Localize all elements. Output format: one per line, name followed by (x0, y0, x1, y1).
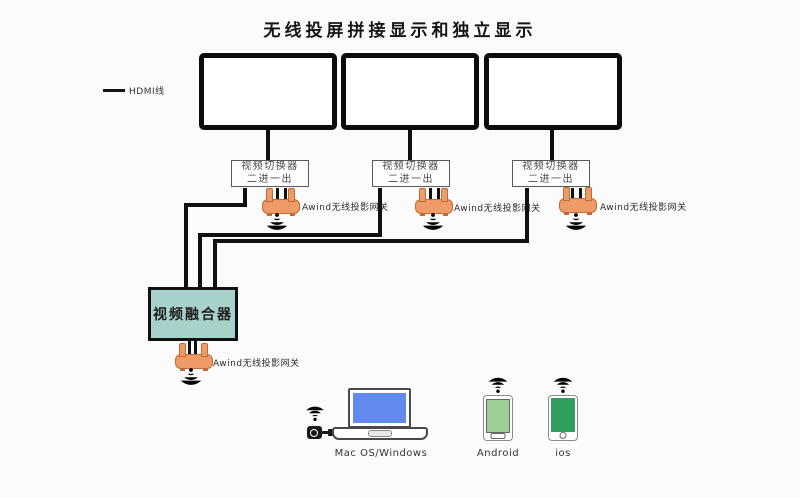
ios-home-button (559, 431, 567, 439)
gateway-foot (203, 368, 208, 371)
laptop-screen (348, 388, 411, 428)
antenna-icon (179, 343, 186, 357)
laptop-touchpad (368, 430, 392, 437)
ios-label: ios (555, 448, 571, 459)
gateway-foot (267, 213, 272, 216)
gateway-foot (564, 212, 569, 215)
gateway-foot (290, 213, 295, 216)
ios-screen (551, 398, 575, 432)
switcher-3-name: 视频切换器 (522, 161, 580, 172)
wireless-gateway-4 (175, 343, 213, 371)
gateway-cable (194, 341, 197, 355)
wifi-up-icon (488, 377, 508, 393)
switcher-3-spec: 二进一出 (528, 173, 574, 185)
laptop-base (332, 427, 428, 440)
video-fusion-box: 视频融合器 (148, 287, 238, 341)
fusion-label: 视频融合器 (153, 307, 233, 323)
gateway-foot (587, 212, 592, 215)
gateway-label-3: Awind无线投影网关 (600, 203, 687, 213)
antenna-icon (585, 187, 592, 201)
hdmi-line-segment (184, 203, 247, 207)
display-cable-2 (408, 130, 412, 160)
gateway-cable (284, 188, 287, 200)
video-switcher-2: 视频切换器 二进一出 (372, 160, 450, 187)
gateway-cable (437, 188, 440, 200)
hdmi-legend-label: HDMI线 (129, 87, 165, 97)
laptop-display (353, 393, 406, 423)
wifi-down-icon (422, 213, 444, 230)
hdmi-line-segment (378, 188, 382, 237)
video-switcher-3: 视频切换器 二进一出 (512, 160, 590, 187)
antenna-icon (563, 187, 570, 201)
android-phone (483, 395, 513, 441)
android-home-button (490, 433, 506, 439)
antenna-icon (266, 188, 273, 202)
antenna-icon (201, 343, 208, 357)
gateway-cable (276, 188, 279, 200)
wifi-up-icon (553, 377, 573, 393)
dongle-plug (328, 429, 334, 436)
switcher-2-name: 视频切换器 (382, 161, 440, 172)
gateway-cable (571, 188, 574, 200)
gateway-label-4: Awind无线投影网关 (213, 359, 300, 369)
hdmi-line-segment (184, 203, 188, 287)
display-cable-1 (266, 130, 270, 160)
display-screen-1 (199, 53, 337, 130)
display-screen-2 (341, 53, 479, 130)
hdmi-line-segment (198, 233, 202, 287)
gateway-cable (429, 188, 432, 200)
android-label: Android (476, 448, 520, 459)
dongle-plug-cable (322, 431, 330, 434)
gateway-label-1: Awind无线投影网关 (302, 203, 389, 213)
hdmi-line-segment (213, 239, 529, 243)
video-switcher-1: 视频切换器 二进一出 (231, 160, 309, 187)
hdmi-line-segment (525, 188, 529, 243)
wireless-gateway-1 (262, 188, 300, 216)
switcher-2-spec: 二进一出 (388, 173, 434, 185)
gateway-foot (420, 213, 425, 216)
display-screen-3 (484, 53, 622, 130)
wifi-down-icon (565, 213, 587, 230)
hdmi-line-segment (213, 239, 217, 287)
switcher-1-name: 视频切换器 (241, 161, 299, 172)
page-title: 无线投屏拼接显示和独立显示 (263, 21, 537, 41)
android-screen (486, 399, 510, 433)
wireless-gateway-2 (415, 188, 453, 216)
wifi-down-icon (180, 368, 202, 385)
gateway-cable (188, 341, 191, 355)
wifi-up-icon (306, 406, 324, 422)
hdmi-line-segment (243, 188, 247, 207)
display-cable-3 (550, 130, 554, 160)
antenna-icon (441, 188, 448, 202)
gateway-foot (443, 213, 448, 216)
antenna-icon (288, 188, 295, 202)
gateway-foot (180, 368, 185, 371)
dongle-ring-icon (310, 428, 318, 437)
gateway-cable (579, 188, 582, 200)
wireless-gateway-3 (559, 187, 597, 215)
ios-phone (548, 395, 578, 441)
wifi-down-icon (266, 213, 288, 230)
hdmi-line-segment (198, 233, 382, 237)
laptop-label: Mac OS/Windows (334, 448, 428, 459)
hdmi-legend-line-icon (103, 89, 125, 92)
switcher-1-spec: 二进一出 (247, 173, 293, 185)
usb-dongle (307, 426, 322, 439)
gateway-label-2: Awind无线投影网关 (454, 204, 541, 214)
antenna-icon (419, 188, 426, 202)
